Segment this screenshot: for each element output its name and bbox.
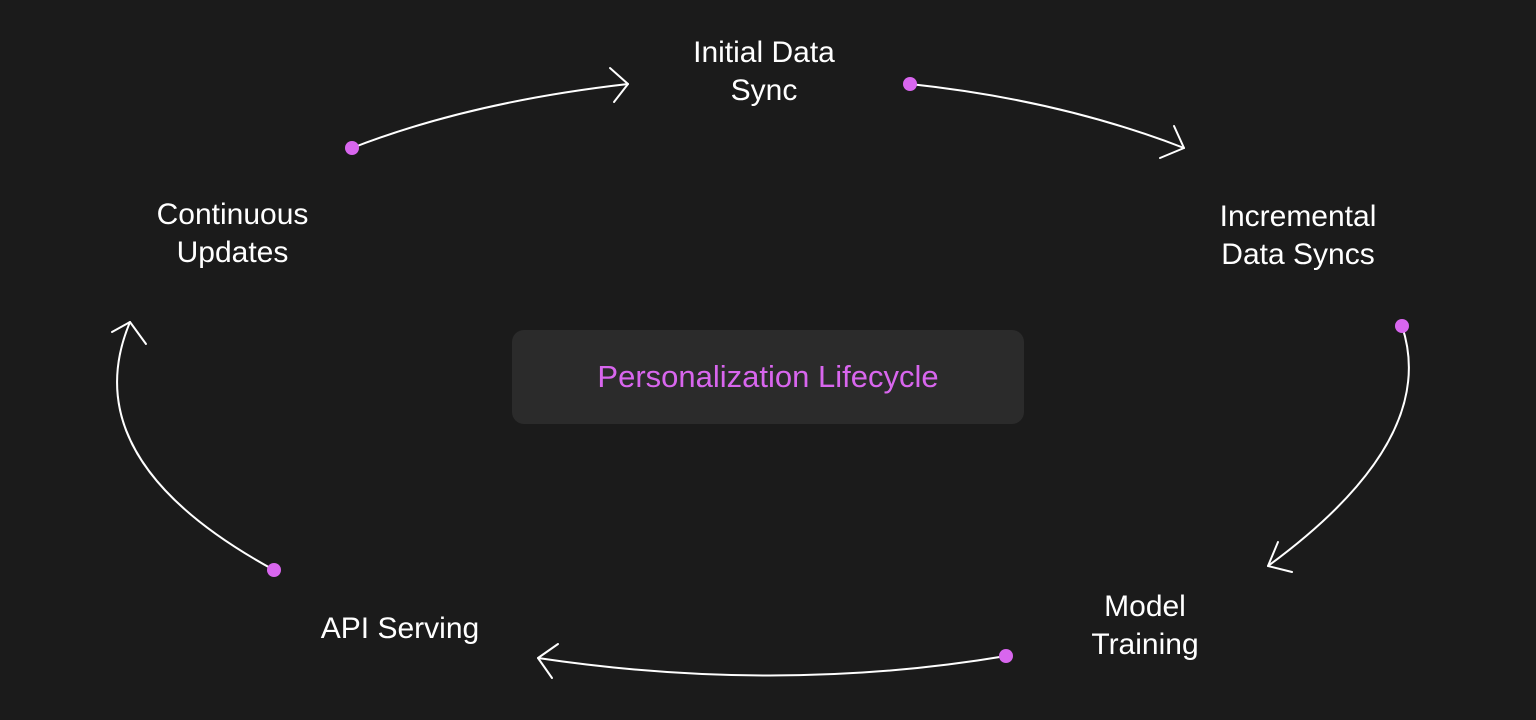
start-dot-continuous <box>345 141 359 155</box>
arrowhead-initial-to-incremental <box>1159 125 1185 159</box>
arrow-incremental-to-model <box>1267 325 1410 567</box>
stage-api-line-1: API Serving <box>320 612 480 645</box>
stage-continuous-updates: Continuous Updates <box>130 196 335 272</box>
stage-continuous-line-1: Continuous <box>156 198 309 231</box>
stage-model-training: Model Training <box>1060 588 1230 664</box>
arrowhead-incremental-to-model <box>1267 541 1293 573</box>
stage-initial-data-sync: Initial Data Sync <box>664 34 864 110</box>
arrow-initial-to-incremental <box>909 83 1185 149</box>
diagram-title: Personalization Lifecycle <box>597 359 939 394</box>
start-dot-api <box>267 563 281 577</box>
stage-incremental-data-syncs: Incremental Data Syncs <box>1188 198 1408 274</box>
arrow-api-to-continuous <box>116 321 275 571</box>
start-dot-incremental <box>1395 319 1409 333</box>
arrowhead-model-to-api <box>537 643 559 679</box>
center-title-box: Personalization Lifecycle <box>512 330 1024 424</box>
stage-incremental-line-2: Data Syncs <box>1221 238 1375 271</box>
arrowhead-api-to-continuous <box>111 321 147 345</box>
stage-model-line-2: Training <box>1091 628 1199 661</box>
stage-incremental-line-1: Incremental <box>1219 200 1377 233</box>
arrowhead-continuous-to-initial <box>609 67 629 103</box>
stage-initial-line-1: Initial Data <box>693 36 835 69</box>
start-dot-model <box>999 649 1013 663</box>
stage-initial-line-2: Sync <box>730 74 798 107</box>
stage-continuous-line-2: Updates <box>176 236 289 269</box>
stage-model-line-1: Model <box>1104 590 1186 623</box>
start-dot-initial <box>903 77 917 91</box>
arrow-model-to-api <box>537 655 1007 677</box>
stage-api-serving: API Serving <box>300 610 500 648</box>
arrow-continuous-to-initial <box>351 83 629 149</box>
